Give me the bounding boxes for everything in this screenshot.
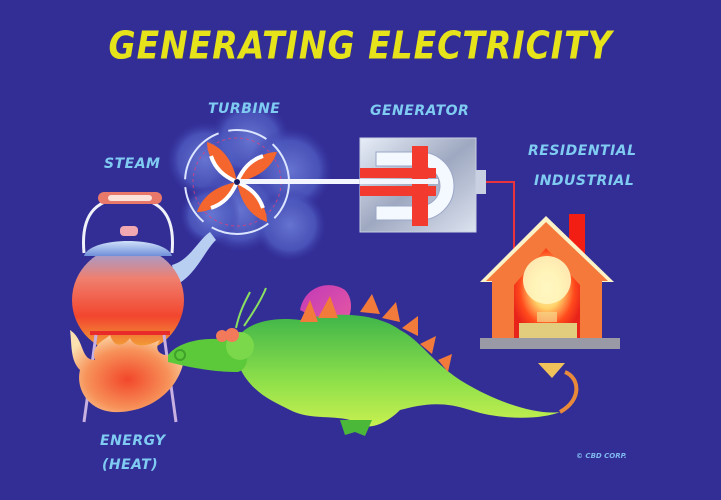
turbine-icon	[184, 129, 290, 235]
flame-icon	[70, 330, 185, 413]
label-heat: (HEAT)	[102, 457, 159, 473]
diagram-title: GENERATING ELECTRICITY	[108, 23, 613, 68]
return-arrow-icon	[538, 363, 579, 414]
power-wire	[486, 181, 515, 256]
copyright-notice: © CBD CORP.	[576, 452, 627, 460]
house-icon	[480, 214, 620, 349]
turbine-shaft	[240, 179, 400, 184]
label-industrial: INDUSTRIAL	[534, 173, 635, 189]
label-residential: RESIDENTIAL	[528, 143, 637, 159]
label-turbine: TURBINE	[208, 101, 281, 117]
generator-icon	[359, 137, 486, 233]
label-generator: GENERATOR	[370, 103, 470, 119]
dragon-icon	[168, 285, 560, 436]
label-energy: ENERGY	[100, 433, 166, 449]
kettle-icon	[72, 192, 216, 354]
label-steam: STEAM	[104, 156, 161, 172]
